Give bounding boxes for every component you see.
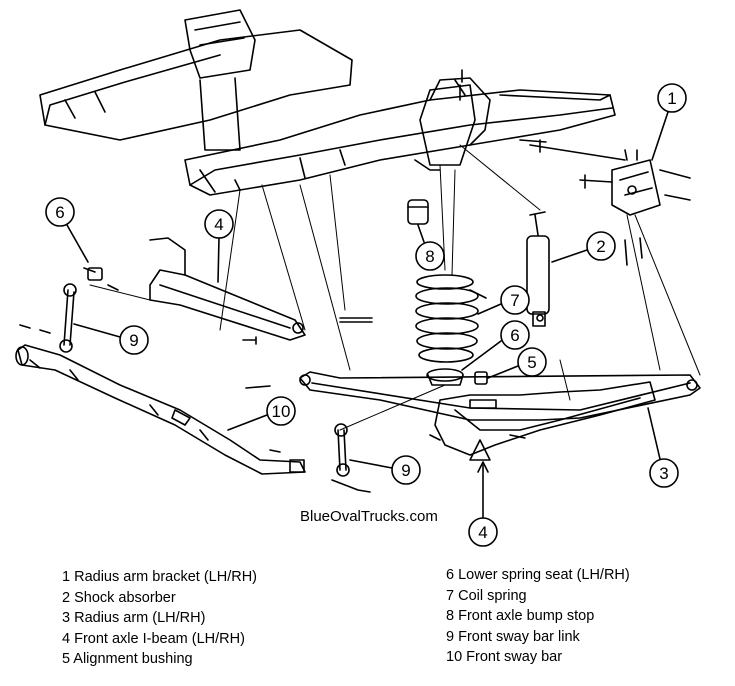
callout-10-label: 10 xyxy=(272,402,291,421)
callout-1-label: 1 xyxy=(667,89,676,108)
legend-item: 9 Front sway bar link xyxy=(446,628,580,645)
callout-6-left: 6 xyxy=(45,197,89,263)
callout-9-label: 9 xyxy=(129,331,138,350)
callout-9-right: 9 xyxy=(349,455,421,485)
watermark: BlueOvalTrucks.com xyxy=(300,508,438,525)
sway-bar-links xyxy=(19,267,371,493)
callout-4-bottom: 4 xyxy=(468,461,498,547)
legend-item: 1 Radius arm bracket (LH/RH) xyxy=(62,569,257,585)
callout-5: 5 xyxy=(487,347,547,379)
legend-item: 8 Front axle bump stop xyxy=(446,608,595,624)
legend-item: 3 Radius arm (LH/RH) xyxy=(62,610,206,626)
legend-item: 2 Shock absorber xyxy=(62,589,176,606)
callout-10: 10 xyxy=(227,396,296,431)
callout-4-label: 4 xyxy=(214,215,223,234)
fasteners xyxy=(242,84,547,453)
legend-item: 6 Lower spring seat (LH/RH) xyxy=(446,567,630,583)
callout-4b-label: 4 xyxy=(478,523,487,542)
legend-item: 5 Alignment bushing xyxy=(62,651,193,667)
callout-7-label: 7 xyxy=(510,291,519,310)
bump-stop xyxy=(407,199,429,225)
callout-6-right: 6 xyxy=(461,320,530,371)
legend-right: 6 Lower spring seat (LH/RH) 7 Coil sprin… xyxy=(446,565,630,668)
sway-bar xyxy=(15,344,306,475)
callout-6-label: 6 xyxy=(510,326,519,345)
radius-arms xyxy=(149,237,701,421)
legend-left: 1 Radius arm bracket (LH/RH) 2 Shock abs… xyxy=(62,567,257,670)
coil-spring xyxy=(415,274,479,363)
legend-item: 10 Front sway bar xyxy=(446,649,563,665)
legend-item: 4 Front axle I-beam (LH/RH) xyxy=(62,630,245,647)
axle-i-beam xyxy=(434,381,656,461)
spring-seat-and-bushing xyxy=(426,368,488,386)
callout-7: 7 xyxy=(477,285,530,315)
callout-2: 2 xyxy=(551,231,616,263)
callouts: 1 2 3 4 5 6 7 xyxy=(45,83,687,547)
callout-3-label: 3 xyxy=(659,464,668,483)
spring-tower xyxy=(414,69,476,171)
shock-absorber xyxy=(526,211,550,327)
legend-item: 7 Coil spring xyxy=(446,587,527,604)
callout-9-left: 9 xyxy=(73,323,149,355)
alignment-lines xyxy=(89,144,701,431)
callout-1: 1 xyxy=(651,83,687,161)
callout-2-label: 2 xyxy=(596,237,605,256)
callout-8: 8 xyxy=(415,224,445,271)
frame-rails xyxy=(39,9,616,196)
callout-9b-label: 9 xyxy=(401,461,410,480)
callout-4-top: 4 xyxy=(204,209,234,283)
callout-5-label: 5 xyxy=(527,353,536,372)
callout-3: 3 xyxy=(647,407,679,488)
callout-6b-label: 6 xyxy=(55,203,64,222)
callout-8-label: 8 xyxy=(425,247,434,266)
